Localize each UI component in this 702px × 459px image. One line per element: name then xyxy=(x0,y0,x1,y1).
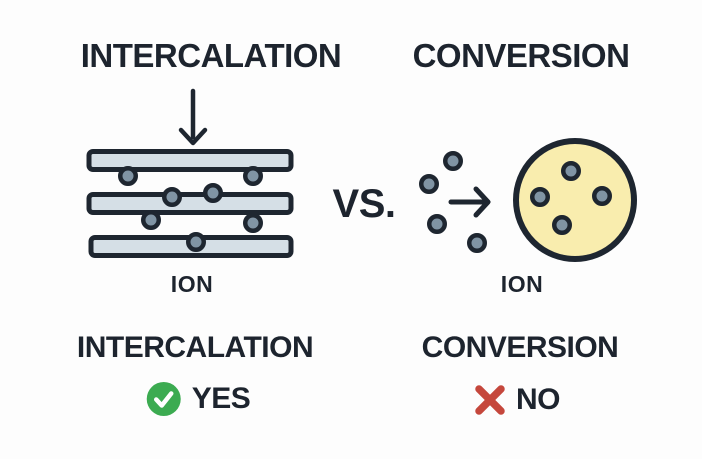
ion-circle xyxy=(118,166,138,186)
conversion-verdict: NO xyxy=(474,383,561,416)
intercalation-verdict-label: YES xyxy=(191,382,251,415)
ion-circle xyxy=(592,186,612,206)
trapped-ions xyxy=(530,161,612,235)
ion-circle xyxy=(141,210,161,230)
electrode-layer xyxy=(86,192,294,215)
check-circle-bg xyxy=(146,382,181,416)
check-circle-icon xyxy=(146,382,181,416)
ion-circle xyxy=(552,215,572,235)
conversion-result-title: CONVERSION xyxy=(421,331,619,364)
ion-circle xyxy=(561,161,581,181)
ion-circle xyxy=(443,151,463,171)
conversion-verdict-label: NO xyxy=(516,383,561,416)
ion-circle xyxy=(530,187,550,207)
intercalation-verdict: YES xyxy=(146,381,251,417)
intercalation-title: INTERCALATION xyxy=(80,37,342,74)
ion-circle xyxy=(419,174,439,194)
ion-circle xyxy=(243,166,263,186)
down-arrow-icon xyxy=(178,88,208,146)
conversion-ion-caption: ION xyxy=(500,271,544,297)
ion-circle xyxy=(467,233,487,253)
free-ions xyxy=(419,151,487,253)
ion-circle xyxy=(203,183,223,203)
conversion-figure xyxy=(419,138,637,262)
cross-stroke xyxy=(475,385,505,415)
electrode-layers xyxy=(86,149,294,258)
converted-particle-circle xyxy=(513,138,637,262)
ion-circle xyxy=(427,214,447,234)
ion-circle xyxy=(162,187,182,207)
intercalated-ions xyxy=(118,166,263,252)
ion-circle xyxy=(186,232,206,252)
electrode-layer xyxy=(86,149,294,172)
cross-icon xyxy=(475,385,505,415)
conversion-title: CONVERSION xyxy=(412,37,630,74)
check-mark xyxy=(153,391,174,408)
intercalation-ion-caption: ION xyxy=(170,271,214,297)
intercalation-figure xyxy=(86,88,294,258)
ion-circle xyxy=(243,213,263,233)
intercalation-result-title: INTERCALATION xyxy=(76,331,314,364)
vs-label: VS. xyxy=(332,182,396,226)
right-arrow-icon xyxy=(448,186,491,218)
